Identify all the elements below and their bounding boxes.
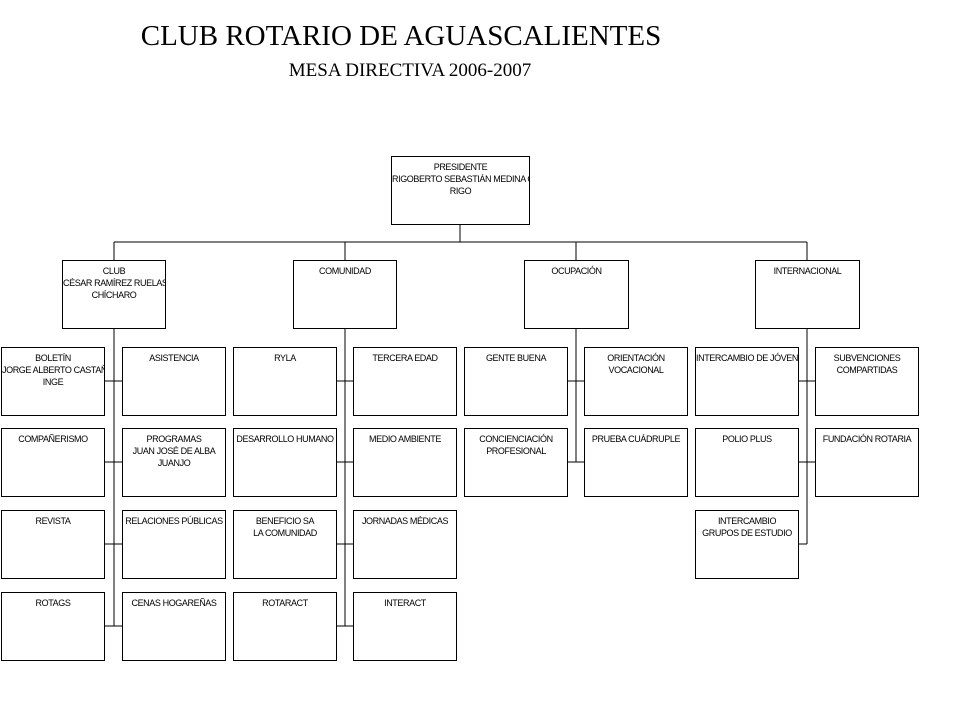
box-line: RIGO: [449, 186, 472, 196]
box-line: SUBVENCIONES: [833, 353, 901, 363]
box-line: OCUPACIÓN: [551, 266, 602, 276]
box-line: JUAN JOSÉ DE ALBA: [132, 446, 216, 456]
box-ocupacion: OCUPACIÓN: [524, 260, 629, 329]
box-line: RYLA: [274, 353, 296, 363]
box-line: DESARROLLO HUMANO: [236, 434, 334, 444]
box-line: GENTE BUENA: [485, 353, 547, 363]
box-tercera-edad: TERCERA EDAD: [353, 347, 457, 416]
box-line: COMPARTIDAS: [836, 365, 898, 375]
box-prueba-cuadruple: PRUEBA CUÁDRUPLE: [584, 428, 688, 497]
box-subvenciones-compartidas: SUBVENCIONES COMPARTIDAS: [815, 347, 919, 416]
box-line: INGE: [42, 377, 64, 387]
box-line: INTERCAMBIO DE JÓVENES: [696, 353, 798, 363]
box-line: RIGOBERTO SEBASTIÁN MEDINA OCHOA: [392, 174, 529, 184]
box-rotaract: ROTARACT: [233, 592, 337, 661]
box-line: ROTAGS: [35, 598, 71, 608]
box-rotags: ROTAGS: [1, 592, 105, 661]
box-revista: REVISTA: [1, 510, 105, 579]
box-medio-ambiente: MEDIO AMBIENTE: [353, 428, 457, 497]
box-line: PRESIDENTE: [433, 162, 488, 172]
box-line: GRUPOS DE ESTUDIO: [702, 528, 792, 538]
box-intercambio-grupos-estudio: INTERCAMBIO GRUPOS DE ESTUDIO: [695, 510, 799, 579]
box-presidente: PRESIDENTE RIGOBERTO SEBASTIÁN MEDINA OC…: [391, 156, 530, 225]
box-beneficio-comunidad: BENEFICIO SA LA COMUNIDAD: [233, 510, 337, 579]
box-line: VOCACIONAL: [608, 365, 664, 375]
box-ryla: RYLA: [233, 347, 337, 416]
box-line: INTERACT: [384, 598, 426, 608]
box-line: MEDIO AMBIENTE: [369, 434, 441, 444]
box-line: CLUB: [102, 266, 126, 276]
box-gente-buena: GENTE BUENA: [464, 347, 568, 416]
box-interact: INTERACT: [353, 592, 457, 661]
box-line: FUNDACIÓN ROTARIA: [822, 434, 912, 444]
box-line: CENAS HOGAREÑAS: [131, 598, 217, 608]
box-boletin: BOLETÍN JORGE ALBERTO CASTAÑEDA INGE: [1, 347, 105, 416]
box-line: JORGE ALBERTO CASTAÑEDA: [2, 365, 104, 375]
box-line: CÉSAR RAMÍREZ RUELAS: [63, 278, 165, 288]
box-internacional: INTERNACIONAL: [755, 260, 860, 329]
page-title: CLUB ROTARIO DE AGUASCALIENTES: [140, 20, 662, 52]
box-line: LA COMUNIDAD: [253, 528, 317, 538]
box-intercambio-jovenes: INTERCAMBIO DE JÓVENES: [695, 347, 799, 416]
box-line: ORIENTACIÓN: [607, 353, 665, 363]
box-fundacion-rotaria: FUNDACIÓN ROTARIA: [815, 428, 919, 497]
box-line: PROGRAMAS: [146, 434, 202, 444]
box-line: ROTARACT: [262, 598, 308, 608]
box-relaciones-publicas: RELACIONES PÚBLICAS: [122, 510, 226, 579]
box-line: CONCIENCIACIÓN: [479, 434, 553, 444]
box-line: INTERNACIONAL: [773, 266, 842, 276]
box-line: JORNADAS MÉDICAS: [361, 516, 449, 526]
box-line: REVISTA: [35, 516, 71, 526]
box-programas: PROGRAMAS JUAN JOSÉ DE ALBA JUANJO: [122, 428, 226, 497]
box-line: BENEFICIO SA: [255, 516, 315, 526]
box-line: PROFESIONAL: [486, 446, 546, 456]
box-line: COMPAÑERISMO: [18, 434, 88, 444]
box-line: BOLETÍN: [35, 353, 71, 363]
box-line: TERCERA EDAD: [372, 353, 438, 363]
page-subtitle: MESA DIRECTIVA 2006-2007: [288, 60, 532, 81]
box-cenas-hogarenas: CENAS HOGAREÑAS: [122, 592, 226, 661]
box-orientacion-vocacional: ORIENTACIÓN VOCACIONAL: [584, 347, 688, 416]
box-line: JUANJO: [157, 458, 191, 468]
box-asistencia: ASISTENCIA: [122, 347, 226, 416]
box-polio-plus: POLIO PLUS: [695, 428, 799, 497]
box-line: COMUNIDAD: [319, 266, 371, 276]
box-line: POLIO PLUS: [722, 434, 772, 444]
box-line: CHÍCHARO: [91, 290, 137, 300]
box-jornadas-medicas: JORNADAS MÉDICAS: [353, 510, 457, 579]
box-line: INTERCAMBIO: [717, 516, 777, 526]
box-line: RELACIONES PÚBLICAS: [125, 516, 223, 526]
box-comunidad: COMUNIDAD: [293, 260, 397, 329]
box-companerismo: COMPAÑERISMO: [1, 428, 105, 497]
box-club: CLUB CÉSAR RAMÍREZ RUELAS CHÍCHARO: [62, 260, 166, 329]
box-desarrollo-humano: DESARROLLO HUMANO: [233, 428, 337, 497]
box-concienciacion-profesional: CONCIENCIACIÓN PROFESIONAL: [464, 428, 568, 497]
box-line: PRUEBA CUÁDRUPLE: [591, 434, 681, 444]
box-line: ASISTENCIA: [149, 353, 199, 363]
